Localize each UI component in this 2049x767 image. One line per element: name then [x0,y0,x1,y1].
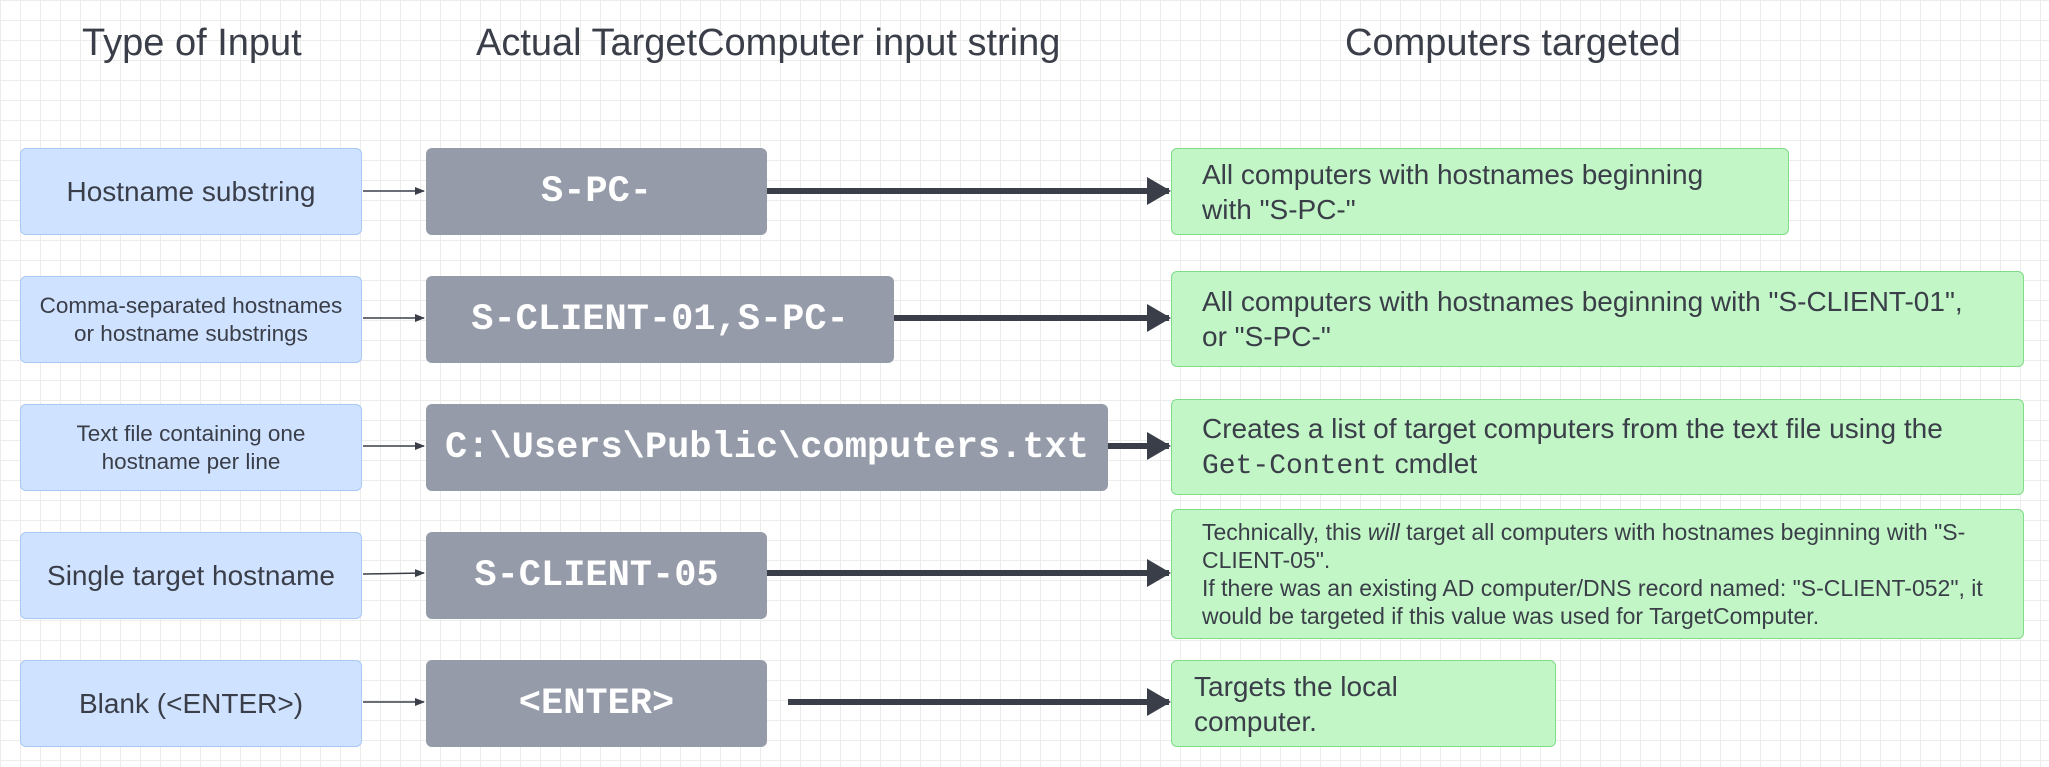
input-string-box-2: S-CLIENT-01,S-PC- [426,276,894,363]
input-string-value: S-CLIENT-05 [474,554,719,597]
input-string-box-1: S-PC- [426,148,767,235]
connector-row-4 [362,569,425,578]
result-text-part: target all computers with hostnames begi… [1202,519,1966,573]
result-text-part: Technically, this [1202,519,1368,545]
header-input-string: Actual TargetComputer input string [476,22,1061,64]
result-text: Technically, this will target all comput… [1202,518,1993,630]
result-text: Creates a list of target computers from … [1202,411,1943,484]
input-type-box-3: Text file containing one hostname per li… [20,404,362,491]
input-string-value: <ENTER> [518,682,675,725]
result-box-1: All computers with hostnames beginning w… [1171,148,1789,235]
input-type-label-line: or hostname substrings [74,320,308,346]
result-text: All computers with hostnames beginning w… [1202,286,1963,352]
input-type-label: Single target hostname [47,559,335,591]
result-text-part: cmdlet [1386,447,1478,479]
input-type-label-line: Comma-separated hostnames [39,292,343,318]
result-box-2: All computers with hostnames beginning w… [1171,271,2024,367]
input-type-box-1: Hostname substring [20,148,362,235]
result-text-part: Creates a list of target computers from … [1202,412,1943,444]
input-string-value: S-PC- [540,170,653,213]
header-input-type: Type of Input [82,22,302,64]
input-string-box-3: C:\Users\Public\computers.txt [426,404,1108,491]
result-box-4: Technically, this will target all comput… [1171,509,2024,639]
input-type-box-2: Comma-separated hostnames or hostname su… [20,276,362,363]
input-type-box-4: Single target hostname [20,532,362,619]
result-text: All computers with hostnames beginning w… [1202,158,1704,225]
input-string-box-4: S-CLIENT-05 [426,532,767,619]
header-computers-targeted: Computers targeted [1345,22,1681,64]
input-type-label: Blank (<ENTER>) [78,687,304,719]
result-text-part: If there was an existing AD computer/DNS… [1202,575,1983,629]
result-text: Targets the local computer. [1194,670,1398,737]
input-string-box-5: <ENTER> [426,660,767,747]
input-type-label: Hostname substring [66,175,316,207]
input-type-label-line: Text file containing one [76,420,306,446]
input-string-value: C:\Users\Public\computers.txt [445,426,1089,469]
input-type-box-5: Blank (<ENTER>) [20,660,362,747]
input-type-label-line: hostname per line [101,448,281,474]
result-box-3: Creates a list of target computers from … [1171,399,2024,495]
result-box-5: Targets the local computer. [1171,660,1556,747]
result-emphasis: will [1367,519,1400,545]
result-code: Get-Content [1202,450,1387,482]
input-string-value: S-CLIENT-01,S-PC- [471,298,849,341]
